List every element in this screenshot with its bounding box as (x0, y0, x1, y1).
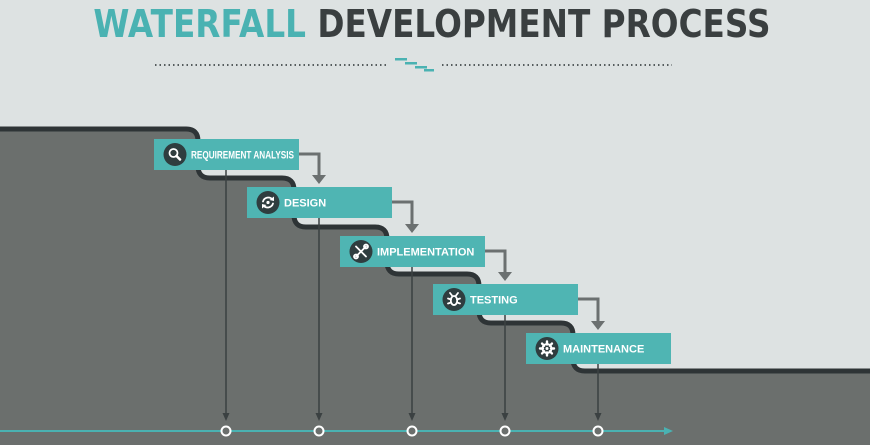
step-2: DESIGN (247, 187, 392, 218)
title-highlight: WATERFALL (93, 2, 306, 46)
timeline-node (592, 425, 604, 437)
step-drop-arrow (315, 413, 323, 421)
step-5: MAINTENANCE (526, 333, 671, 364)
step-flow-arrow (299, 152, 321, 176)
step-flow-arrow (392, 200, 414, 225)
gear-icon (535, 337, 559, 360)
step-label: MAINTENANCE (563, 344, 644, 356)
title-divider (155, 58, 672, 72)
timeline-node (220, 425, 232, 437)
step-label: TESTING (470, 295, 518, 307)
title-dash-mark (405, 62, 417, 65)
step-3: IMPLEMENTATION (340, 236, 485, 267)
timeline-node (499, 425, 511, 437)
step-flow-arrowhead (498, 272, 512, 281)
step-flow-arrowhead (591, 321, 605, 330)
timeline-arrowhead (664, 427, 673, 435)
title-dash-mark (424, 69, 434, 72)
timeline (0, 427, 673, 435)
step-4: TESTING (433, 284, 578, 315)
bug-icon (442, 288, 466, 311)
step-flow-arrowhead (312, 175, 326, 184)
step-drop-arrow (594, 413, 602, 421)
title-dash-mark (395, 58, 407, 61)
title-dash-mark (415, 66, 427, 69)
step-flow-arrow (578, 297, 600, 322)
timeline-node (313, 425, 325, 437)
step-connectors (220, 152, 605, 437)
step-drop-arrow (222, 413, 230, 421)
step-drop-arrow (501, 413, 509, 421)
refresh-cycle-icon (256, 191, 280, 214)
process-steps: REQUIREMENT ANALYSIS DESIGN IMPLEMENTATION… (154, 139, 671, 364)
step-1: REQUIREMENT ANALYSIS (154, 139, 299, 170)
step-label: IMPLEMENTATION (377, 247, 474, 259)
title-rest: DEVELOPMENT PROCESS (317, 2, 771, 46)
wrench-screwdriver-icon (349, 240, 373, 263)
step-flow-arrow (485, 249, 507, 273)
step-flow-arrowhead (405, 224, 419, 233)
magnifier-icon (163, 143, 187, 166)
page-title: WATERFALL DEVELOPMENT PROCESS (58, 2, 806, 46)
timeline-node (406, 425, 418, 437)
step-label: DESIGN (284, 198, 326, 210)
step-label: REQUIREMENT ANALYSIS (191, 150, 294, 162)
step-drop-arrow (408, 413, 416, 421)
